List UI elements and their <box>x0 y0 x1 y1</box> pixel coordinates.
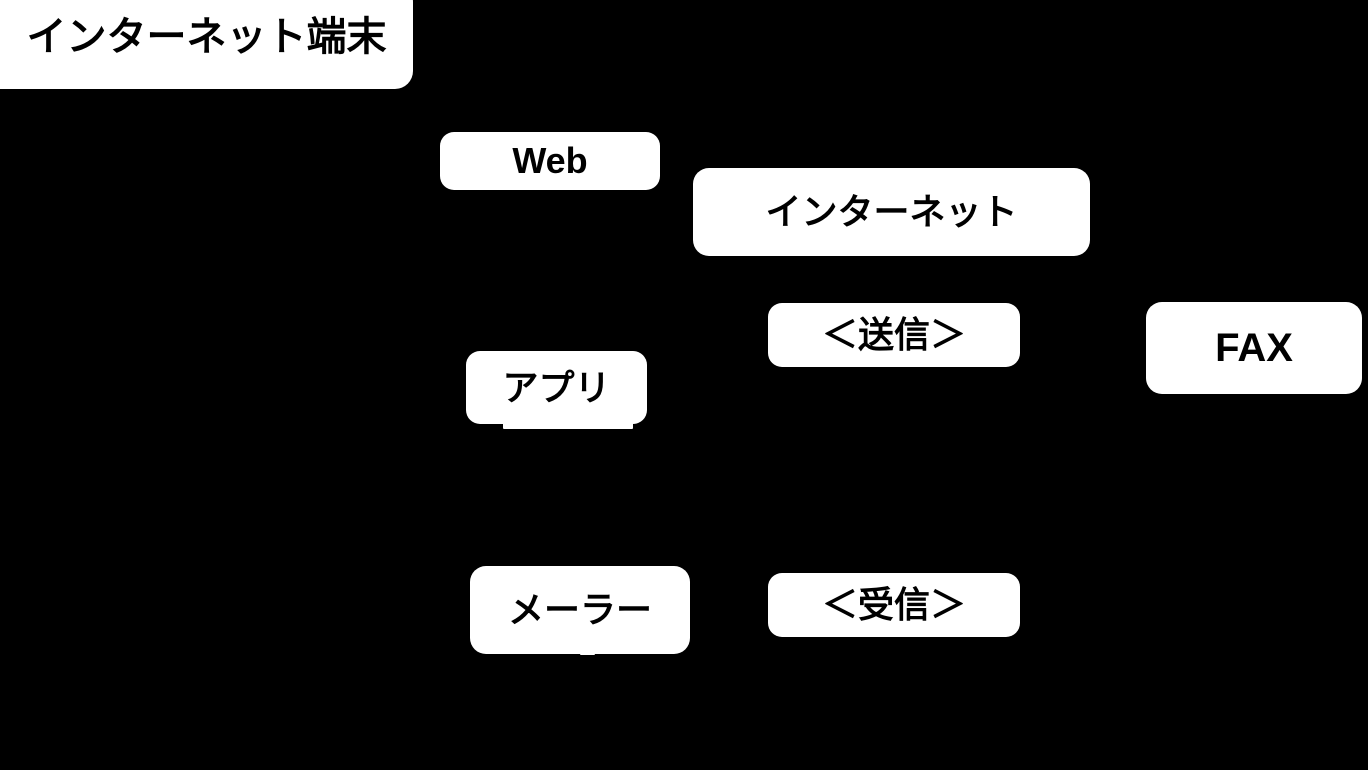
node-web[interactable]: Web <box>440 132 660 190</box>
node-receive-label: ＜受信＞ <box>821 584 966 625</box>
node-mailer-label: メーラー <box>507 589 652 630</box>
connector-mailer-step-upper <box>572 640 595 649</box>
node-receive[interactable]: ＜受信＞ <box>768 573 1020 637</box>
node-web-label: Web <box>512 140 588 181</box>
node-internet-terminal-label: インターネット端末 <box>26 14 387 59</box>
node-send-label: ＜送信＞ <box>821 314 966 355</box>
connector-app-bottom <box>503 423 633 429</box>
node-internet-label: インターネット <box>765 191 1018 232</box>
node-send[interactable]: ＜送信＞ <box>768 303 1020 367</box>
node-app[interactable]: アプリ <box>466 351 647 424</box>
node-app-label: アプリ <box>502 366 611 408</box>
node-fax-label: FAX <box>1215 326 1293 370</box>
node-internet-terminal[interactable]: インターネット端末 <box>0 0 413 89</box>
connector-mailer-step-lower <box>580 646 595 655</box>
node-fax[interactable]: FAX <box>1146 302 1362 394</box>
node-internet[interactable]: インターネット <box>693 168 1090 256</box>
node-mailer[interactable]: メーラー <box>470 566 690 654</box>
